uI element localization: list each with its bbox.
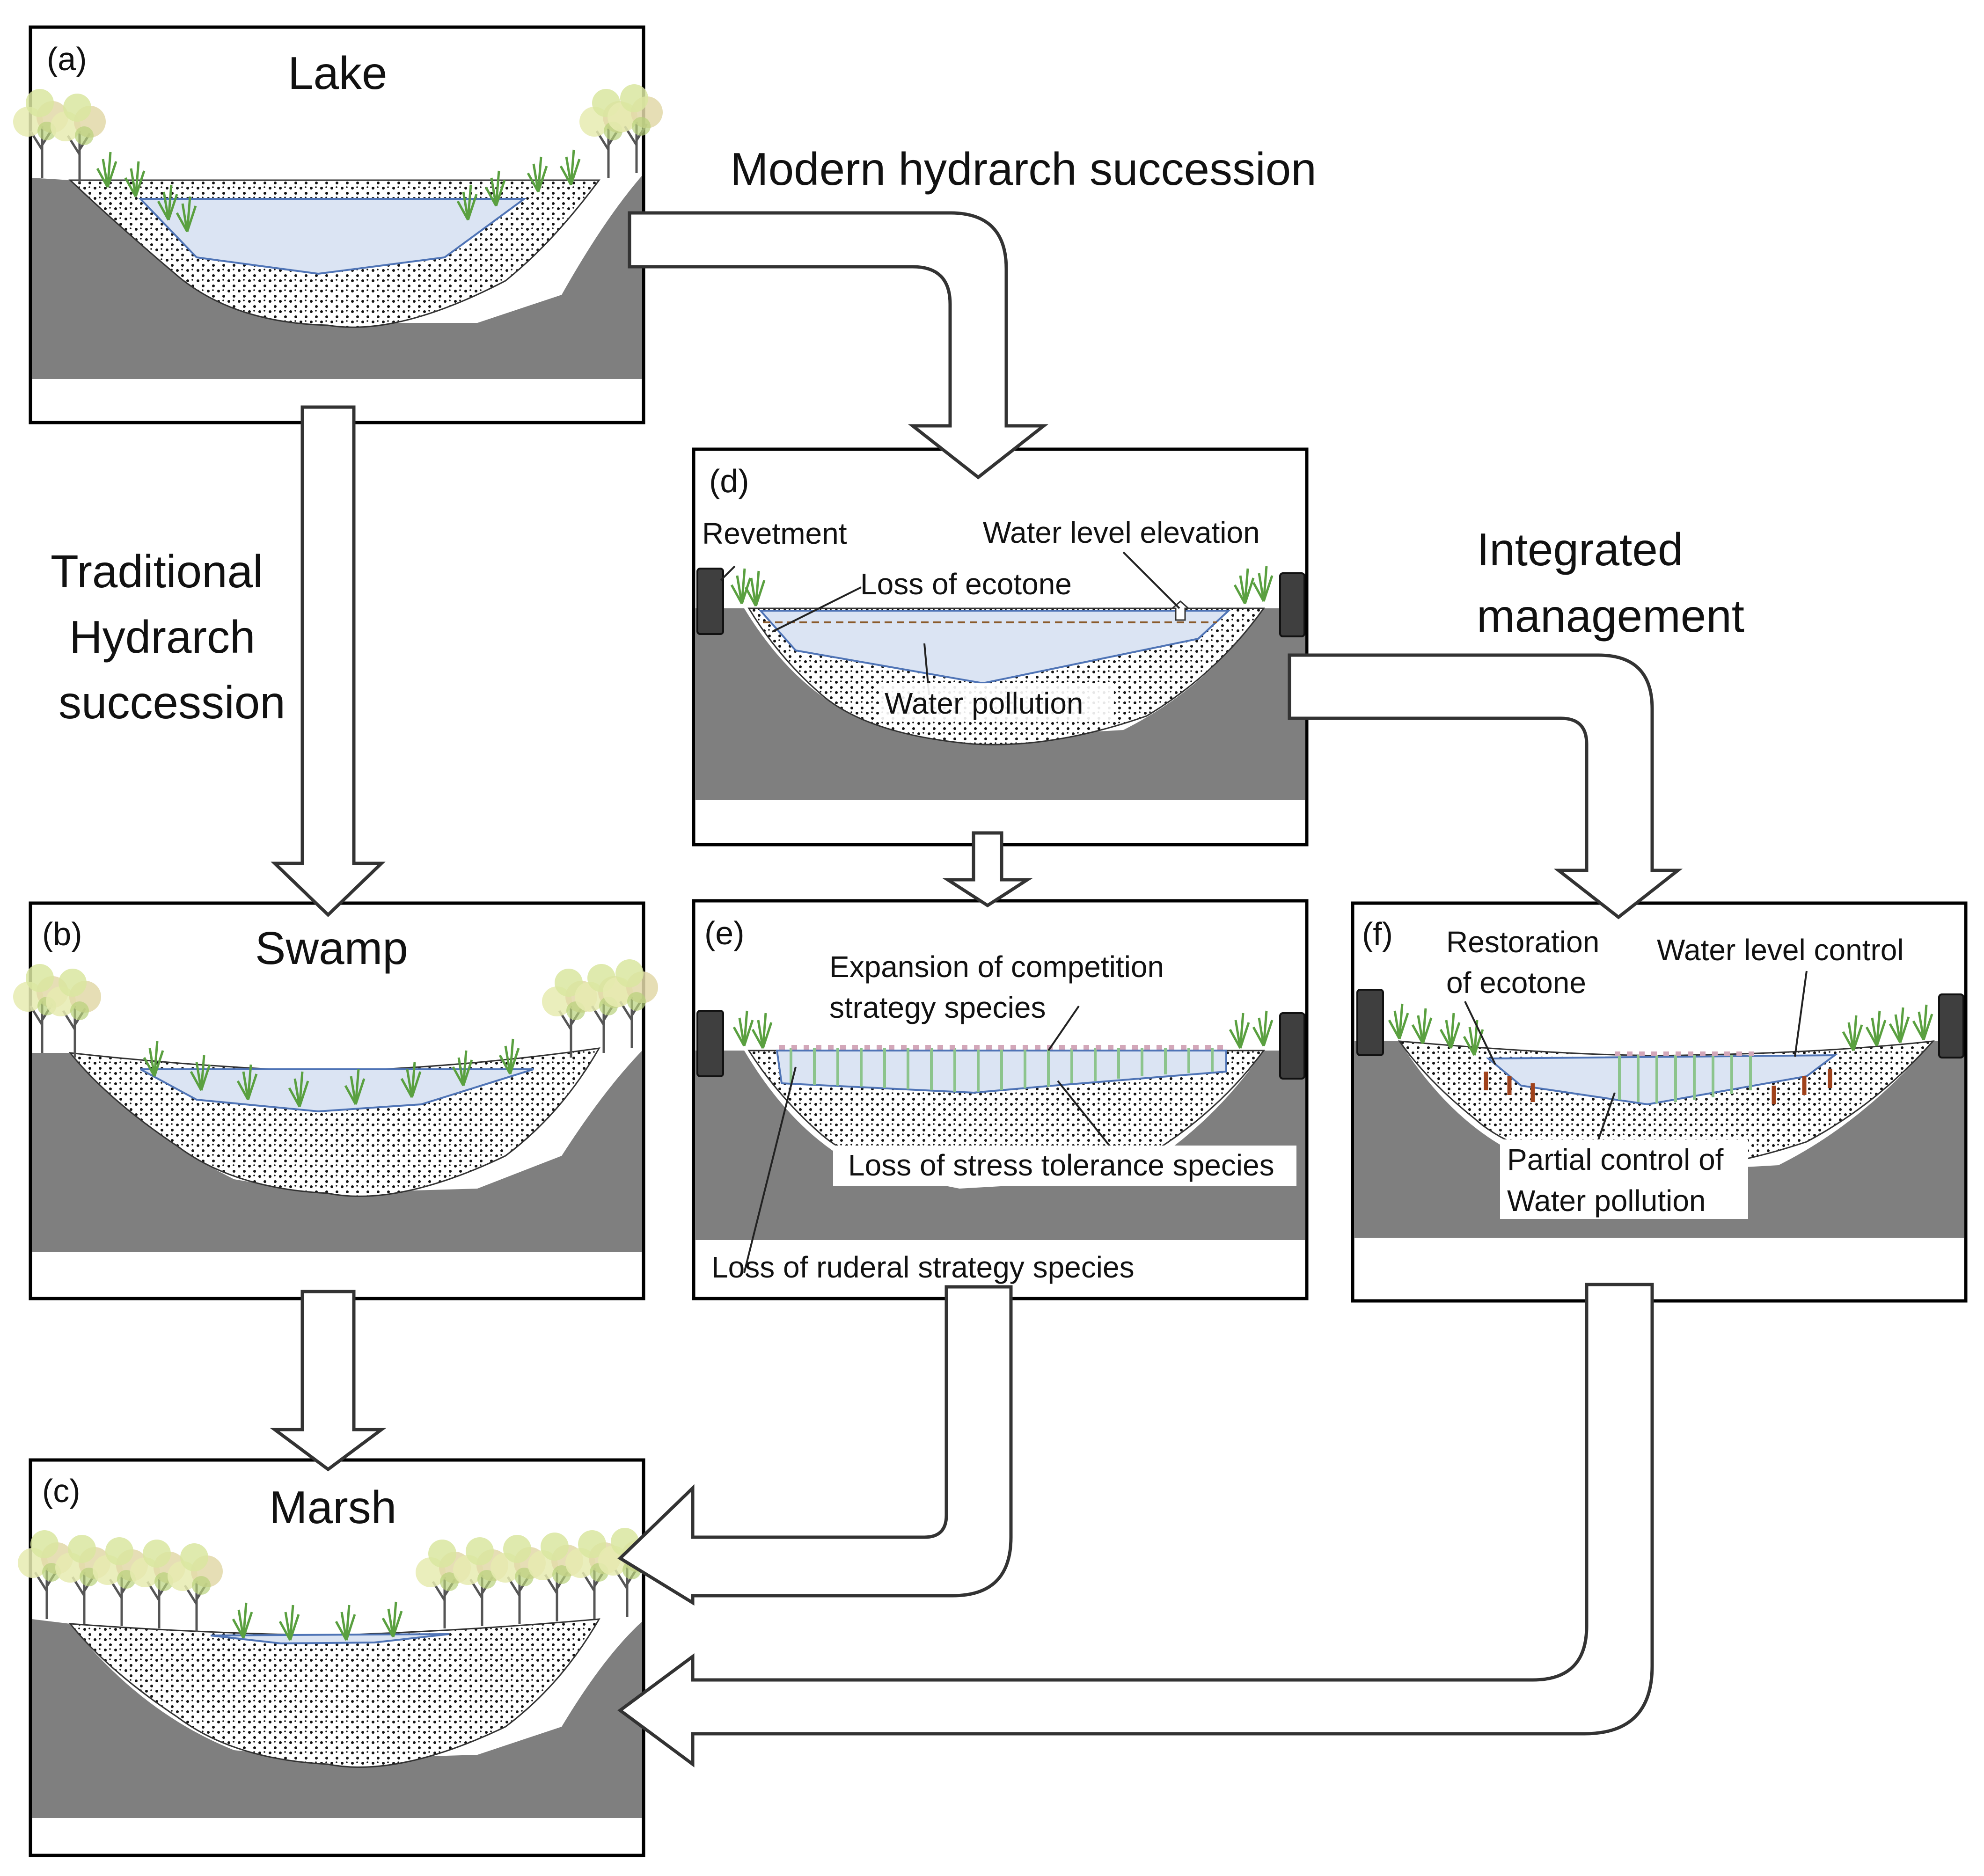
arrow-b-to-c — [270, 1290, 387, 1472]
panel-f-stakes — [1484, 1069, 1832, 1104]
water-level-elevation-label: Water level elevation — [983, 516, 1260, 549]
modern-label: Modern hydrarch succession — [730, 143, 1317, 195]
panel-e-revetment-right — [1279, 1012, 1305, 1080]
loss-stress-label: Loss of stress tolerance species — [848, 1148, 1274, 1182]
panel-e-ground — [695, 1051, 1305, 1240]
water-pollution-label: Water pollution — [885, 686, 1084, 720]
arrow-d-to-e — [942, 831, 1033, 908]
loss-ruderal-leader — [743, 1066, 797, 1273]
panel-d-revetment-left — [696, 568, 724, 635]
panel-c-title: Marsh — [269, 1482, 396, 1533]
panel-f-water — [1486, 1054, 1838, 1106]
panel-f-letter: (f) — [1362, 916, 1393, 952]
panel-d-revetment-right — [1279, 572, 1305, 637]
arrow-f-to-c — [617, 1283, 1654, 1767]
expansion-label-line2: strategy species — [829, 991, 1046, 1024]
panel-b-ground — [32, 1051, 642, 1252]
panel-d-letter: (d) — [709, 463, 749, 499]
traditional-label-line2: Hydrarch — [69, 611, 256, 663]
partial-control-label-line1: Partial control of — [1507, 1143, 1724, 1176]
water-level-elevation-leader — [1122, 551, 1180, 609]
arrow-a-to-b — [271, 405, 386, 917]
traditional-label-line1: Traditional — [51, 546, 263, 597]
panel-d-water — [758, 610, 1231, 685]
expansion-leader — [1047, 1005, 1080, 1051]
arrow-e-to-c — [617, 1285, 1013, 1606]
water-level-control-label: Water level control — [1657, 933, 1904, 967]
panel-e-reeds — [779, 1045, 1226, 1092]
expansion-label-line1: Expansion of competition — [829, 950, 1164, 984]
panel-a-water — [138, 198, 527, 275]
integrated-label-line2: management — [1477, 590, 1744, 642]
panel-f: (f) Restoration of ecotone Water level c… — [1351, 901, 1968, 1303]
panel-f-revetment-left — [1356, 989, 1384, 1056]
panel-e-revetment-left — [696, 1010, 724, 1077]
panel-f-reeds — [1615, 1051, 1760, 1103]
integrated-label-line1: Integrated — [1477, 524, 1683, 575]
panel-b-swamp: (b) Swamp — [13, 901, 658, 1300]
restoration-leader — [1464, 1001, 1496, 1065]
arrow-a-to-d — [628, 211, 1049, 480]
partial-control-label-line2: Water pollution — [1507, 1184, 1706, 1218]
panel-c-marsh: (c) Marsh — [18, 1458, 653, 1857]
traditional-label-line3: succession — [59, 677, 286, 728]
panel-c-letter: (c) — [42, 1473, 81, 1509]
loss-of-ecotone-leader — [772, 586, 862, 633]
water-level-control-leader — [1794, 971, 1808, 1057]
panel-c-water — [210, 1633, 450, 1645]
restoration-label-line2: of ecotone — [1446, 966, 1586, 1000]
panel-b-letter: (b) — [42, 916, 82, 952]
panel-e-letter: (e) — [704, 915, 745, 951]
panel-e: (e) Expansion of competition strategy sp… — [692, 899, 1309, 1300]
revetment-label: Revetment — [702, 517, 847, 550]
panel-f-revetment-right — [1938, 993, 1964, 1058]
partial-control-leader — [1595, 1092, 1616, 1147]
panel-a-title: Lake — [288, 47, 388, 99]
loss-ruderal-label: Loss of ruderal strategy species — [711, 1250, 1135, 1284]
panel-d: (d) Revetment Water level elevation Loss… — [692, 447, 1309, 847]
panel-b-title: Swamp — [255, 922, 408, 974]
loss-stress-leader — [1057, 1080, 1115, 1152]
panel-c-ground — [32, 1619, 642, 1818]
restoration-label-line1: Restoration — [1446, 925, 1599, 959]
panel-a-letter: (a) — [47, 41, 87, 77]
revetment-leader — [720, 565, 736, 581]
panel-d-ground — [695, 608, 1305, 800]
loss-of-ecotone-label: Loss of ecotone — [860, 567, 1072, 601]
panel-a-lake: (a) Lake — [13, 25, 663, 424]
panel-a-ground — [32, 175, 642, 379]
arrow-d-to-f — [1288, 653, 1683, 920]
